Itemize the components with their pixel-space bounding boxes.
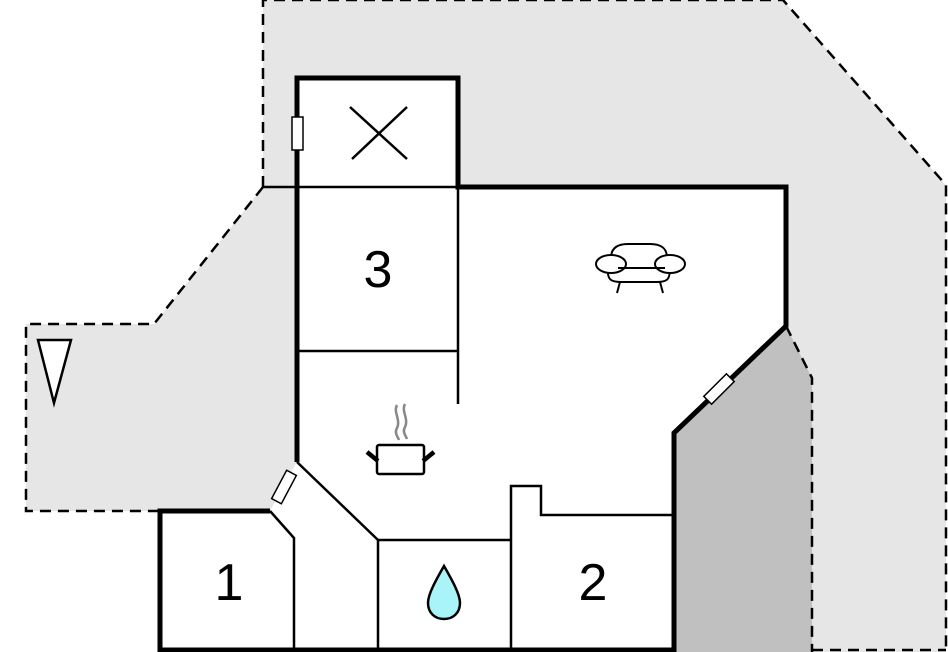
cross-icon xyxy=(349,106,408,160)
exterior-wall xyxy=(157,75,789,652)
wall-room2 xyxy=(509,484,674,650)
north-arrow-icon xyxy=(36,338,73,408)
windows xyxy=(270,116,736,505)
sofa-icon xyxy=(595,243,686,294)
outdoor-area-right xyxy=(263,0,946,652)
covered-terrace xyxy=(674,325,814,652)
room-label-3: 3 xyxy=(364,241,393,299)
outdoor-area xyxy=(24,0,948,652)
wall-room1-diagonal xyxy=(269,510,296,650)
water-drop-icon xyxy=(426,563,462,621)
room-label-2: 2 xyxy=(579,554,608,612)
window-icon xyxy=(702,372,736,406)
window-icon xyxy=(270,469,298,505)
covered-terrace-area xyxy=(674,326,812,652)
outdoor-area-left xyxy=(26,187,297,511)
outdoor-boundary-left xyxy=(24,186,264,513)
window-icon xyxy=(291,116,304,151)
covered-terrace-boundary xyxy=(784,325,814,652)
cooking-pot-icon xyxy=(365,403,436,476)
interior-walls xyxy=(263,185,674,650)
exterior-walls xyxy=(157,75,789,652)
room-label-1: 1 xyxy=(215,554,244,612)
house-interior xyxy=(160,78,786,650)
